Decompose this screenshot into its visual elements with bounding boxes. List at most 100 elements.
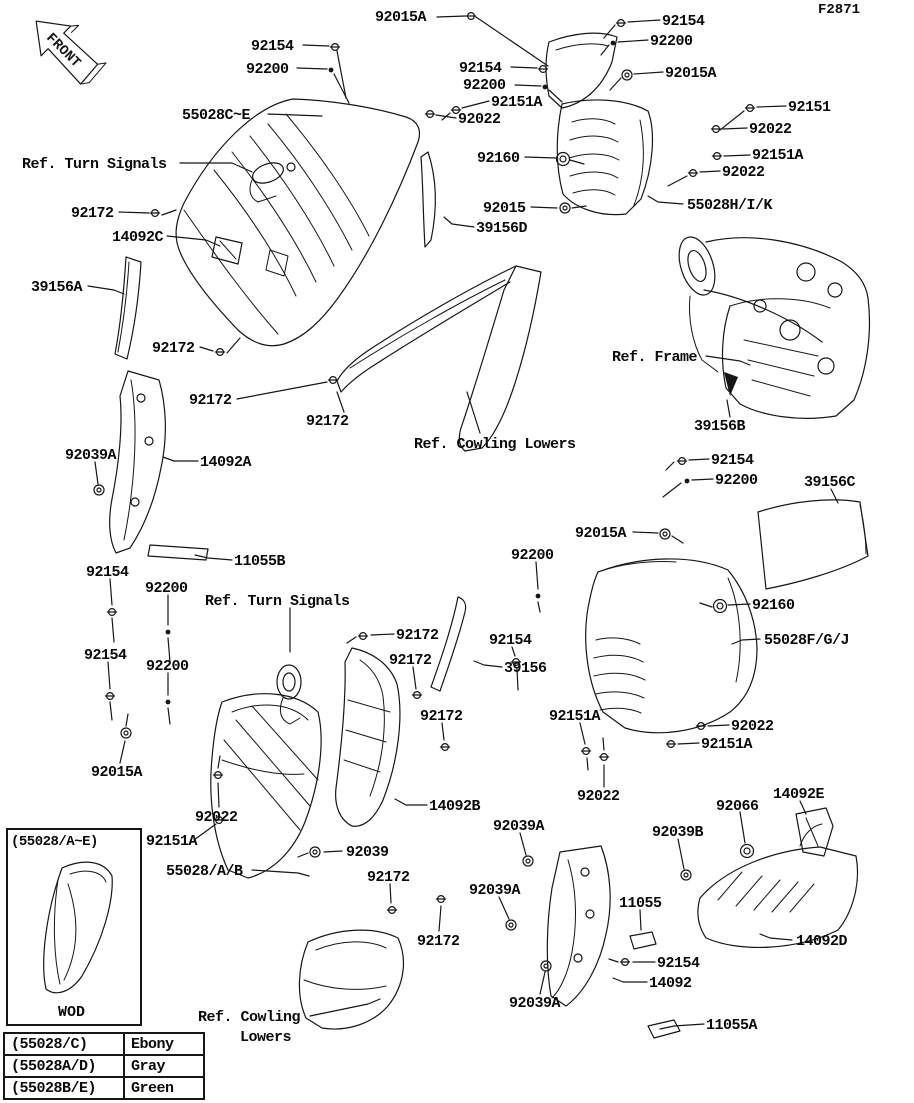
part-label: 92172 [367,869,410,886]
bracket-14092c [211,236,243,265]
part-label: 92154 [711,452,754,469]
inset-caption: WOD [58,1004,86,1021]
part-label: 39156 [504,660,547,677]
bracket-14092e [795,807,834,857]
part-label: 92039 [346,844,389,861]
part-label: 92172 [306,413,349,430]
part-label: 92154 [86,564,129,581]
color-table-color: Gray [123,1054,205,1078]
part-label: 92151A [549,708,601,725]
part-label: 92151A [491,94,543,111]
part-label: 92151A [752,147,804,164]
cowling-55028hik [556,99,654,216]
part-label: 92039A [469,882,521,899]
part-label: 55028/A/B [166,863,243,880]
front-direction-arrow: FRONT [35,20,107,85]
panel-14092d [697,823,859,949]
part-label: 92172 [417,933,460,950]
leader-lines [87,15,839,1030]
part-label: 11055A [706,1017,758,1034]
part-label: 55028H/I/K [687,197,773,214]
part-label: 92172 [71,205,114,222]
part-label: 92200 [463,77,506,94]
bracket-11055 [629,931,657,950]
ref-label: Ref. Turn Signals [205,593,350,610]
upper-cowling-55028ce [175,98,421,347]
part-label: 14092E [773,786,825,803]
part-label: 92015A [375,9,427,26]
part-label: 92151A [146,833,198,850]
part-label: 92172 [389,652,432,669]
trim-39156 [430,596,467,692]
ref-frame-drawing [678,236,871,419]
part-label: 39156B [694,418,746,435]
bracket-11055b [147,544,209,561]
color-table-row: (55028A/D) Gray [3,1054,205,1078]
color-table: (55028/C) Ebony (55028A/D) Gray (55028B/… [3,1032,205,1100]
part-label: 55028F/G/J [764,632,850,649]
part-label: 92172 [152,340,195,357]
color-table-row: (55028B/E) Green [3,1076,205,1100]
color-table-part: (55028A/D) [3,1054,125,1078]
ref-label: Ref. Cowling [198,1009,301,1026]
part-label: 39156D [476,220,528,237]
part-label: 92151 [788,99,831,116]
part-label: 92200 [715,472,758,489]
inset-box [6,828,142,1026]
turn-signal-upper [249,162,296,203]
trim-39156d [420,151,436,248]
figure-id: F2871 [818,2,861,18]
bracket-14092 [546,845,611,1007]
part-label: 92015 [483,200,526,217]
part-label: 92066 [716,798,759,815]
ref-label: Ref. Turn Signals [22,156,167,173]
color-table-color: Green [123,1076,205,1100]
cowling-55028ab [210,693,322,879]
part-label: 92172 [420,708,463,725]
part-label: 92160 [477,150,520,167]
part-label: 14092B [429,798,481,815]
part-label: 92200 [145,580,188,597]
color-table-color: Ebony [123,1032,205,1056]
part-label: 92015A [665,65,717,82]
part-label: 92154 [662,13,705,30]
part-label: 92015A [91,764,143,781]
inset-title: (55028/A~E) [11,834,98,850]
part-label: 14092 [649,975,692,992]
part-label: 92200 [511,547,554,564]
part-label: 92015A [575,525,627,542]
part-label: 92154 [489,632,532,649]
panel-upper-right-small [545,32,618,109]
part-label: 11055B [234,553,286,570]
part-label: 92172 [396,627,439,644]
cowling-55028fgj [585,558,758,734]
part-label: 92039B [652,824,704,841]
part-label: 92160 [752,597,795,614]
trim-39156b [724,372,738,396]
bracket-11055a [647,1019,681,1039]
trim-39156a [114,256,142,360]
part-label: 14092D [796,933,848,950]
part-label: 92154 [459,60,502,77]
part-label: 11055 [619,895,662,912]
part-label: 92200 [246,61,289,78]
color-table-part: (55028/C) [3,1032,125,1056]
bracket-14092a [109,370,166,554]
part-label: 92154 [657,955,700,972]
part-label: 14092A [200,454,252,471]
part-label: 39156A [31,279,83,296]
inset-fairing-drawing [43,861,113,994]
part-label: 92039A [509,995,561,1012]
part-label: 92154 [84,647,127,664]
part-label: 92022 [458,111,501,128]
part-label: 92172 [189,392,232,409]
turn-signal-lower [276,664,302,725]
cowl-bottom-lowers [298,929,405,1030]
cowl-center-lowers [336,265,542,452]
ref-label: Lowers [240,1029,292,1046]
part-label: 92039A [65,447,117,464]
part-label: 92200 [146,658,189,675]
ref-label: Ref. Cowling Lowers [414,436,576,453]
color-table-row: (55028/C) Ebony [3,1032,205,1056]
